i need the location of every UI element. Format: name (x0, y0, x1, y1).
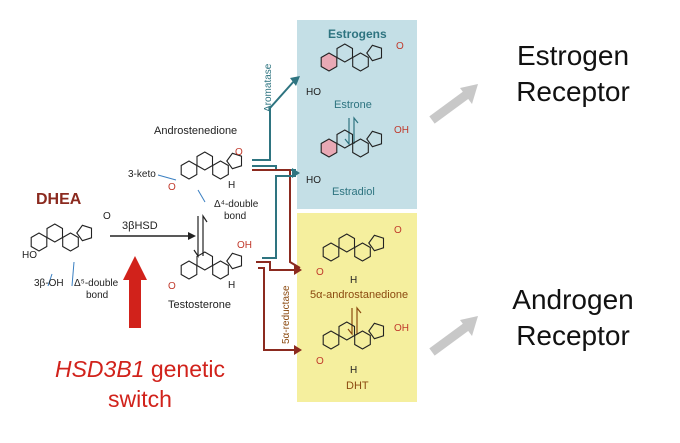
androstanedione-h: H (350, 275, 358, 286)
steroid-ring (338, 321, 356, 341)
androgen-receptor-label: Androgen Receptor (488, 282, 658, 354)
estrone-structure (320, 43, 383, 72)
arrowhead-to-estradiol (292, 168, 300, 178)
genetic-switch-label: HSD3B1 genetic switch (20, 355, 260, 415)
estrone-label: Estrone (334, 99, 372, 111)
dhea-structure (30, 223, 93, 252)
dhea-ho: HO (22, 250, 37, 261)
testosterone-to-dht-arrow (258, 267, 298, 351)
steroid-d-ring (76, 224, 93, 242)
steroid-d-ring (368, 322, 385, 340)
estrogen-receptor-label: Estrogen Receptor (488, 38, 658, 110)
reductase-label: 5α-reductase (281, 285, 292, 344)
estrogen-receptor-arrow (429, 84, 478, 124)
dht-structure (322, 321, 385, 350)
steroid-ring (196, 151, 214, 171)
delta5-label: Δ⁵-double (74, 278, 119, 289)
delta4-label-line2: bond (224, 211, 247, 222)
steroid-ring (320, 52, 338, 72)
testosterone-to-estradiol-arrow (262, 175, 296, 259)
steroid-ring (354, 242, 371, 262)
aromatase-label: Aromatase (263, 63, 274, 112)
androgen-receptor-arrow (429, 316, 478, 356)
steroid-ring (338, 233, 356, 253)
keto-label: 3-keto (128, 169, 156, 180)
steroid-d-ring (226, 252, 243, 270)
beta-oh-label: 3β-OH (34, 278, 64, 289)
steroid-ring (212, 160, 229, 180)
steroid-d-ring (226, 152, 243, 170)
androstenedione-label: Androstenedione (154, 125, 238, 137)
steroid-ring (352, 52, 369, 72)
androstanedione-label: 5α-androstanedione (310, 289, 409, 301)
andro-h: H (228, 180, 236, 191)
dht-h: H (350, 365, 358, 376)
steroid-ring (180, 260, 198, 280)
3bhsd-arrow (110, 232, 196, 240)
androstanedione-structure (322, 233, 385, 262)
reductase-arrow-from-testosterone-a (256, 261, 298, 271)
dht-oh: OH (394, 323, 409, 334)
androgen-receptor-line2: Receptor (516, 319, 630, 351)
steroid-d-ring (366, 130, 383, 148)
genetic-switch-arrow (123, 256, 147, 328)
testo-h: H (228, 280, 236, 291)
delta5-label-line2: bond (86, 290, 109, 301)
estrogens-title: Estrogens (328, 27, 387, 41)
androgen-receptor-line1: Androgen (512, 284, 634, 315)
arrowhead-to-androstanedione (294, 265, 302, 275)
estrogens-panel (297, 20, 417, 209)
testosterone-structure (180, 251, 243, 280)
genetic-word: genetic (144, 356, 226, 382)
dhea-title: DHEA (36, 191, 82, 208)
genetic-switch-line1: HSD3B1 genetic (20, 355, 260, 385)
estrogen-receptor-line2: Receptor (516, 75, 630, 107)
steroid-ring (212, 260, 229, 280)
steroid-ring (30, 232, 48, 252)
enzyme-3bhsd: 3βHSD (122, 220, 158, 232)
steroid-d-ring (368, 234, 385, 252)
steroid-ring (46, 223, 64, 243)
label-pointers (47, 174, 206, 287)
genetic-switch-line2: switch (108, 385, 172, 412)
steroid-ring (336, 129, 354, 149)
aromatase-arrow-upper (252, 79, 296, 161)
testosterone-label: Testosterone (168, 299, 231, 311)
steroid-ring (336, 43, 354, 63)
androstanedione-keto-o: O (316, 267, 324, 278)
estradiol-oh: OH (394, 125, 409, 136)
equilibrium-androstanedione-dht (347, 306, 362, 336)
estrone-o: O (396, 41, 404, 52)
steroid-ring (320, 138, 338, 158)
reductase-arrow-upper (252, 169, 301, 269)
dht-label: DHT (346, 380, 369, 392)
delta4-label: Δ⁴-double (214, 199, 259, 210)
dhea-ketone-o: O (103, 211, 111, 222)
andro-ketone-o: O (235, 147, 243, 158)
equilibrium-estrone-estradiol (344, 116, 359, 146)
arrowhead-to-estrone (290, 76, 300, 86)
estradiol-structure (320, 129, 383, 158)
estrogen-receptor-line1: Estrogen (516, 40, 630, 71)
testo-oh: OH (237, 240, 252, 251)
androstanedione-ketone-o: O (394, 225, 402, 236)
andro-keto-o: O (168, 182, 176, 193)
steroid-ring (352, 138, 369, 158)
gene-name: HSD3B1 (54, 356, 145, 382)
estrone-ho: HO (306, 87, 321, 98)
steroid-ring (354, 330, 371, 350)
steroid-ring (196, 251, 214, 271)
dht-keto-o: O (316, 356, 324, 367)
steroid-ring (62, 232, 79, 252)
steroid-d-ring (366, 44, 383, 62)
steroid-ring (180, 160, 198, 180)
testo-keto-o: O (168, 281, 176, 292)
estradiol-ho: HO (306, 175, 321, 186)
estradiol-label: Estradiol (332, 186, 375, 198)
androstenedione-structure (180, 151, 243, 180)
arrowhead-to-dht (294, 345, 302, 355)
